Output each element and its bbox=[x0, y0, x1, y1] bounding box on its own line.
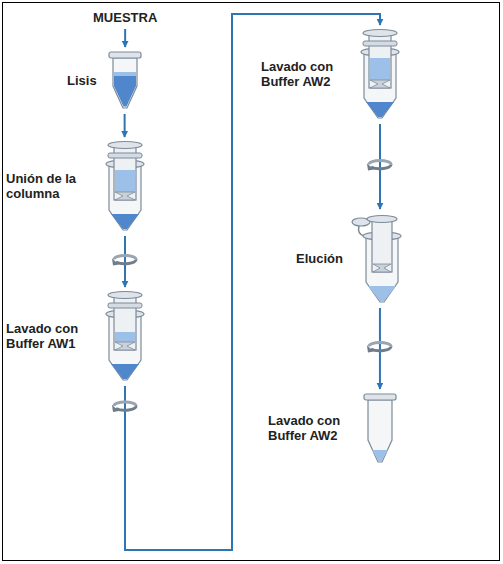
flow-arrow bbox=[125, 14, 380, 550]
step-node: Lavado con Buffer AW1 bbox=[6, 290, 152, 382]
centrifuge-symbol bbox=[112, 402, 136, 412]
label-group: Elución bbox=[296, 251, 343, 266]
frame bbox=[3, 3, 500, 561]
step-node: Lavado con Buffer AW2 bbox=[268, 392, 400, 464]
label-group: Lavado con Buffer AW2 bbox=[268, 413, 352, 443]
step-label: MUESTRA bbox=[93, 10, 157, 25]
start-node: MUESTRA bbox=[93, 10, 157, 25]
step-label: Lisis bbox=[67, 73, 97, 88]
flow-arrow bbox=[124, 29, 126, 47]
centrifuge-symbol bbox=[367, 343, 391, 353]
step-label: Lavado con Buffer AW2 bbox=[261, 59, 345, 89]
tube-illustration bbox=[98, 140, 152, 232]
step-node: Lavado con Buffer AW2 bbox=[261, 28, 407, 120]
flow-arrow bbox=[124, 114, 126, 137]
step-node: Unión de la columna bbox=[6, 140, 152, 232]
label-group: MUESTRA bbox=[93, 10, 157, 25]
label-group: Lavado con Buffer AW2 bbox=[261, 59, 345, 89]
label-group: Lavado con Buffer AW1 bbox=[6, 321, 90, 351]
step-label: Unión de la columna bbox=[6, 171, 90, 201]
label-group: Lisis bbox=[67, 73, 97, 88]
tube-illustration bbox=[105, 50, 145, 110]
flow-arrow bbox=[124, 236, 126, 287]
tube-illustration bbox=[360, 392, 400, 464]
step-label: Lavado con Buffer AW2 bbox=[268, 413, 352, 443]
tube-illustration bbox=[351, 212, 409, 304]
step-node: Lisis bbox=[67, 50, 145, 110]
label-group: Unión de la columna bbox=[6, 171, 90, 201]
flow-arrow bbox=[379, 124, 381, 209]
tube-illustration bbox=[353, 28, 407, 120]
flow-arrow bbox=[379, 308, 381, 389]
centrifuge-symbol bbox=[112, 256, 136, 266]
step-label: Lavado con Buffer AW1 bbox=[6, 321, 90, 351]
tube-illustration bbox=[98, 290, 152, 382]
step-node: Elución bbox=[296, 212, 409, 304]
centrifuge-symbol bbox=[367, 161, 391, 171]
step-label: Elución bbox=[296, 251, 343, 266]
